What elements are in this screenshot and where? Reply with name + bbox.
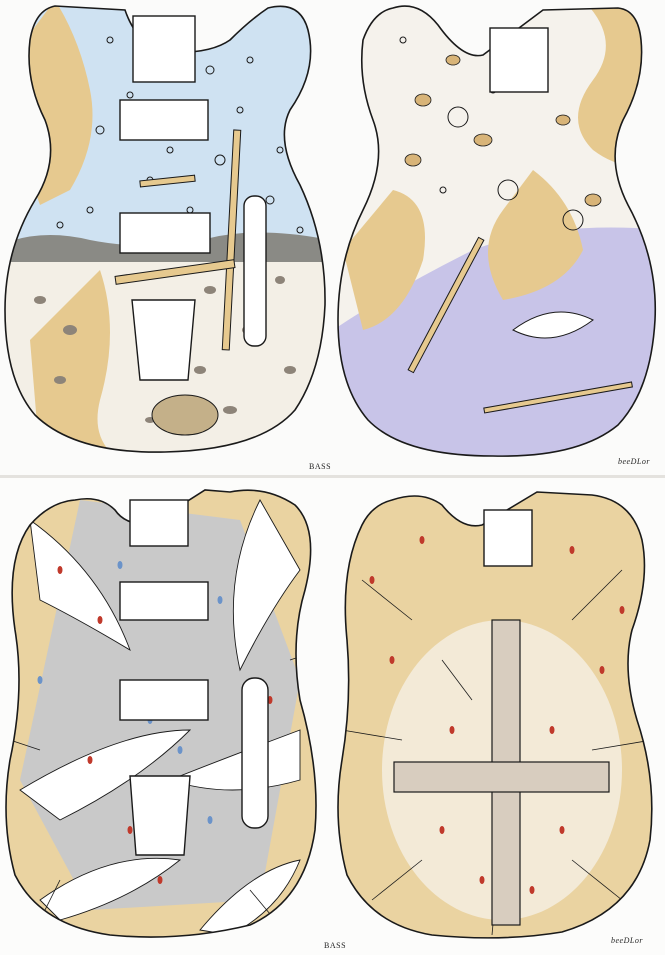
sheet-divider [0,475,665,478]
bottom-panel-label: BASS [324,941,347,950]
top-panel-signature: beeDLor [618,457,650,466]
top-panel-label: BASS [309,462,332,471]
bottom-panel-signature: beeDLor [611,936,643,945]
guitar-body-bottom-right [337,491,653,939]
guitar-body-bottom-left [5,489,317,938]
guitar-body-top-right [337,5,657,457]
guitar-body-top-left [4,5,326,453]
